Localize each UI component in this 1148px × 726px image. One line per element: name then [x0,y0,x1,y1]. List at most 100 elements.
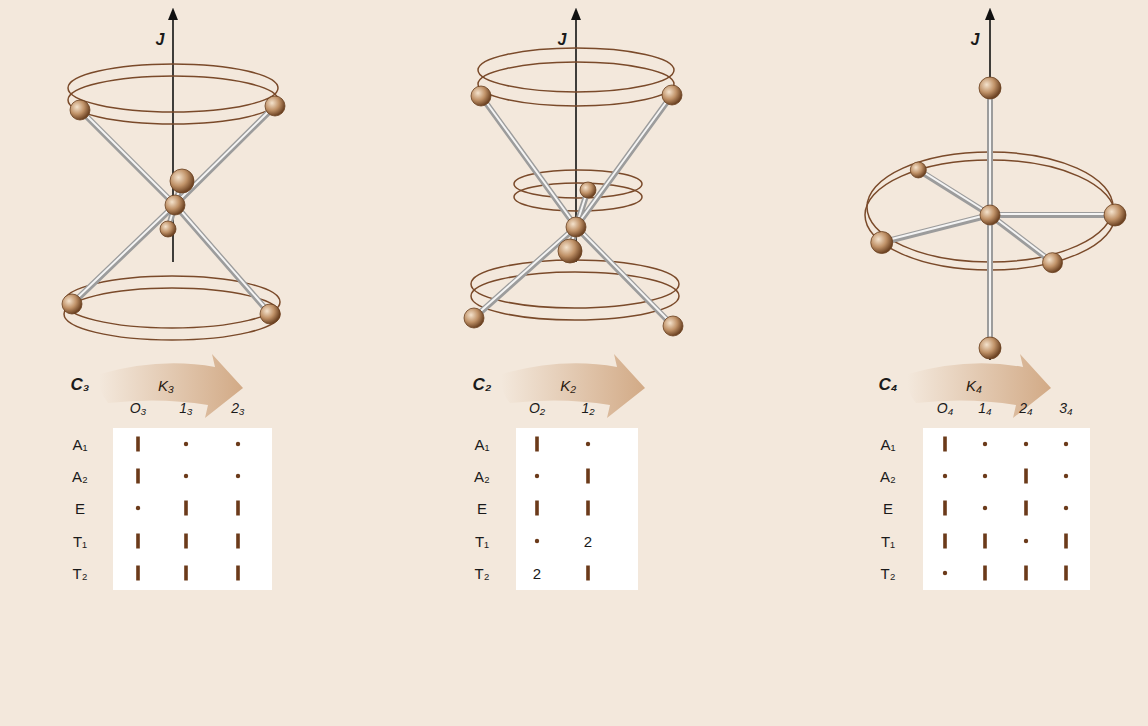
dot-mark [535,474,539,478]
bar-mark [184,534,188,549]
row-label: T₁ [881,534,895,549]
row-label: A₁ [880,437,895,452]
bar-mark [1064,566,1068,581]
bar-mark [1024,469,1028,484]
rotation-arrow [99,354,243,418]
symmetry-label: C₂ [473,376,492,393]
bond-rod [481,95,576,227]
bond-rod [990,214,1115,215]
column-header: 1₂ [581,401,594,415]
orbit-ring [68,64,278,112]
orbit-ring [478,48,674,92]
atom [1043,253,1063,273]
atom [170,169,194,193]
atom [62,294,82,314]
bar-mark [943,437,947,452]
bar-mark [943,501,947,516]
bond-rod [990,214,1053,263]
bar-mark [943,534,947,549]
table-panel [516,428,638,590]
table-cell: 2 [584,534,592,549]
bond-rod [990,214,991,348]
bond-rod [175,204,270,314]
row-label: A₂ [72,469,88,484]
bar-mark [136,469,140,484]
bar-mark [136,437,140,452]
orbit-ring [514,183,642,211]
atom [662,85,682,105]
bar-mark [1064,534,1068,549]
table-panel [113,428,272,590]
atom [979,77,1001,99]
atom [980,205,1000,225]
bond-rod [72,204,175,304]
column-header: 3₄ [1059,401,1072,415]
bar-mark [136,566,140,581]
j-axis [989,14,991,360]
bond-rod [80,109,175,205]
atom [663,316,683,336]
dot-mark [943,571,947,575]
bar-mark [236,501,240,516]
bar-mark [184,501,188,516]
row-label: T₂ [475,566,490,581]
rotation-arrow [501,354,645,418]
bar-mark [586,501,590,516]
orbit-ring [64,288,280,340]
atom [580,182,596,198]
row-label: T₂ [881,566,896,581]
rotation-arrow [907,354,1051,418]
dot-mark [983,474,987,478]
dot-mark [1064,506,1068,510]
bar-mark [535,501,539,516]
orbit-ring [514,170,642,198]
bar-mark [983,534,987,549]
orbit-ring [68,76,278,124]
axis-label: J [156,32,165,48]
bond-rod [576,94,672,227]
column-header: 2₃ [231,401,244,415]
table-cell: 2 [533,566,541,581]
column-header: O₄ [937,401,954,415]
symmetry-label: C₃ [71,376,90,393]
row-label: A₁ [72,437,87,452]
bar-mark [586,566,590,581]
bar-mark [983,566,987,581]
atom [265,96,285,116]
symmetry-label: C₄ [878,376,897,393]
atom [471,86,491,106]
atom [910,162,926,178]
dot-mark [1024,442,1028,446]
atom [160,221,176,237]
dot-mark [983,506,987,510]
atom [70,100,90,120]
operator-label: K₃ [158,378,174,393]
bond-rod [576,226,673,326]
atom [260,304,280,324]
bar-mark [236,534,240,549]
table-panel [923,428,1090,590]
dot-mark [1024,539,1028,543]
bar-mark [586,469,590,484]
dot-mark [943,474,947,478]
dot-mark [586,442,590,446]
bond-rod [990,87,991,215]
row-label: A₁ [474,437,489,452]
dot-mark [184,474,188,478]
column-header: 1₄ [978,401,991,415]
atom [871,232,893,254]
atom [165,195,185,215]
bond-rod [918,169,990,215]
bar-mark [1024,501,1028,516]
row-label: E [883,501,893,516]
dot-mark [1064,474,1068,478]
row-label: T₁ [475,534,489,549]
bar-mark [136,534,140,549]
bar-mark [1024,566,1028,581]
bar-mark [236,566,240,581]
dot-mark [184,442,188,446]
axis-label: J [971,32,980,48]
dot-mark [236,474,240,478]
